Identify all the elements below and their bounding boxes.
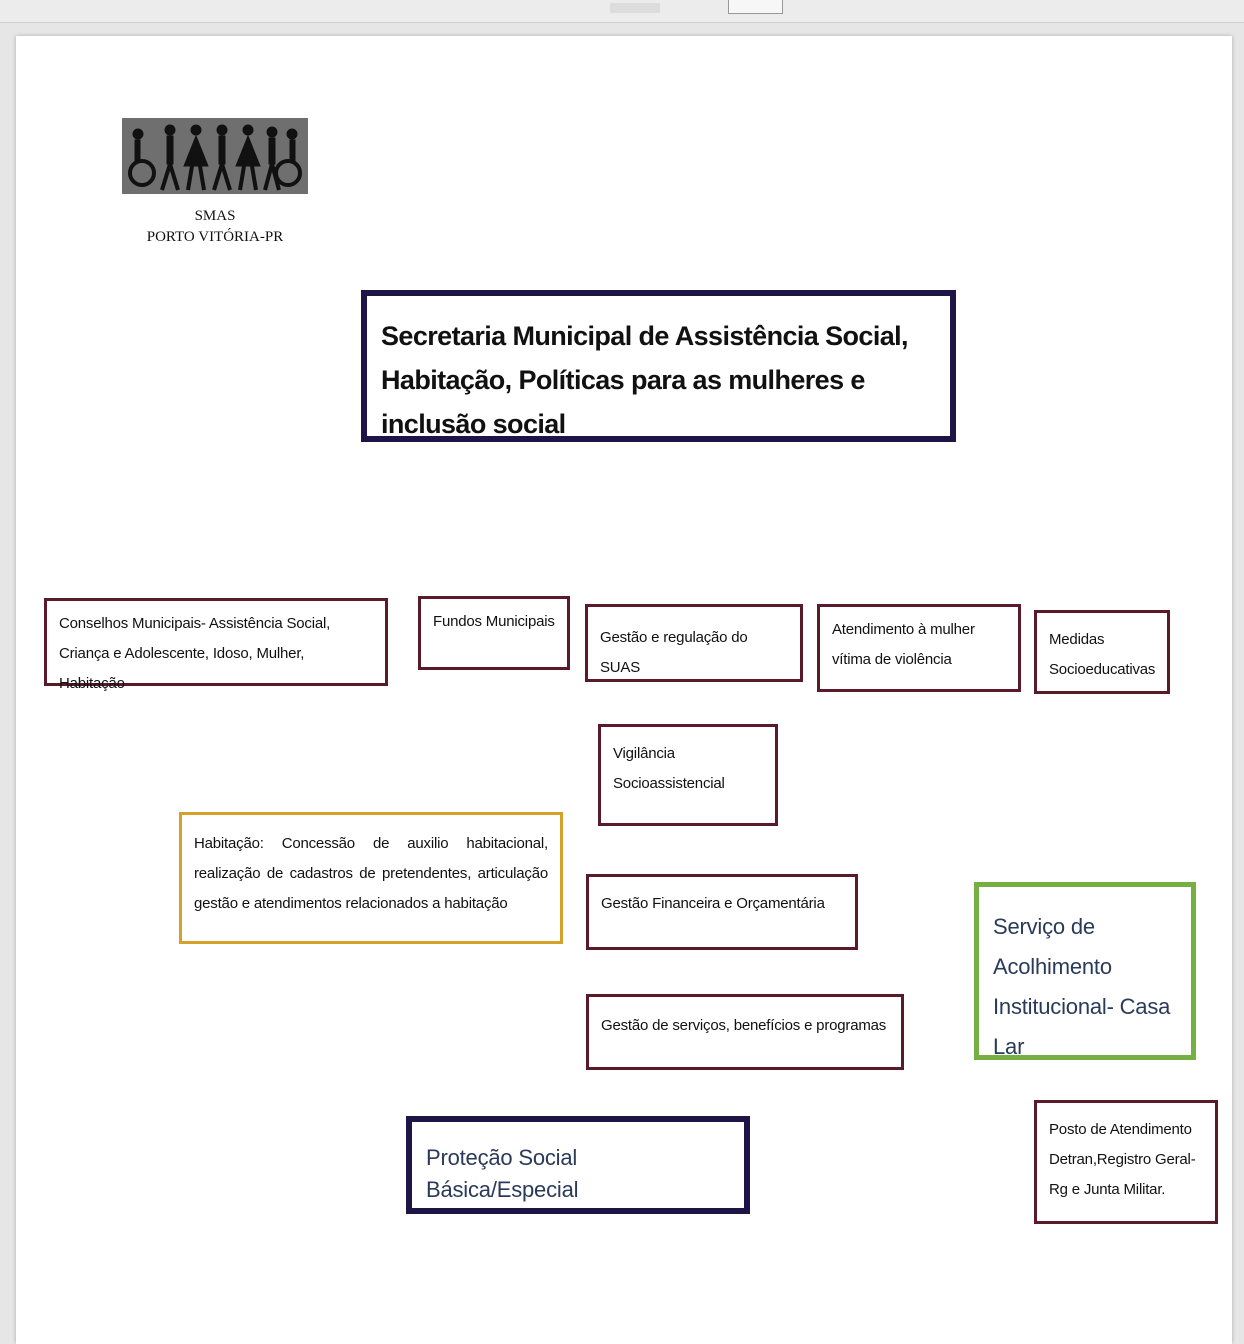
- box-medidas: Medidas Socioeducativas: [1034, 610, 1170, 694]
- people-and-wheelchair-logo: [122, 118, 308, 194]
- box-vigilancia: Vigilância Socioassistencial: [598, 724, 778, 826]
- box-conselhos-text: Conselhos Municipais- Assistência Social…: [59, 615, 331, 692]
- toolbar-button[interactable]: [728, 0, 783, 14]
- logo-line-1: SMAS: [194, 208, 236, 224]
- top-box-secretaria: Secretaria Municipal de Assistência Soci…: [361, 290, 956, 442]
- box-posto-atendimento-text: Posto de Atendimento Detran,Registro Ger…: [1049, 1121, 1196, 1198]
- box-gestao-suas: Gestão e regulação do SUAS: [585, 604, 803, 682]
- logo-line-2: PORTO VITÓRIA-PR: [146, 229, 284, 245]
- box-gestao-financeira: Gestão Financeira e Orçamentária: [586, 874, 858, 950]
- box-fundos: Fundos Municipais: [418, 596, 570, 670]
- box-gestao-servicos-text: Gestão de serviços, benefícios e program…: [601, 1017, 887, 1034]
- logo-text: SMAS PORTO VITÓRIA-PR: [100, 206, 330, 248]
- box-habitacao-text: Habitação: Concessão de auxilio habitaci…: [194, 835, 548, 912]
- box-gestao-suas-text: Gestão e regulação do SUAS: [600, 629, 748, 676]
- toolbar-tab[interactable]: [610, 3, 660, 13]
- box-medidas-text: Medidas Socioeducativas: [1049, 631, 1156, 678]
- box-servico-acolhimento-text: Serviço de Acolhimento Institucional- Ca…: [993, 914, 1171, 1059]
- box-gestao-servicos: Gestão de serviços, benefícios e program…: [586, 994, 904, 1070]
- box-gestao-financeira-text: Gestão Financeira e Orçamentária: [601, 895, 825, 912]
- box-protecao-social-text: Proteção Social Básica/Especial: [426, 1145, 579, 1202]
- box-posto-atendimento: Posto de Atendimento Detran,Registro Ger…: [1034, 1100, 1218, 1224]
- box-atendimento-mulher-text: Atendimento à mulher vítima de violência: [832, 621, 975, 668]
- box-conselhos: Conselhos Municipais- Assistência Social…: [44, 598, 388, 692]
- box-protecao-social: Proteção Social Básica/Especial: [406, 1116, 750, 1214]
- box-vigilancia-text: Vigilância Socioassistencial: [613, 745, 725, 792]
- box-servico-acolhimento: Serviço de Acolhimento Institucional- Ca…: [974, 882, 1196, 1060]
- viewer-toolbar: [0, 0, 1244, 23]
- box-fundos-text: Fundos Municipais: [433, 613, 555, 630]
- box-habitacao: Habitação: Concessão de auxilio habitaci…: [179, 812, 563, 944]
- top-box-title: Secretaria Municipal de Assistência Soci…: [381, 321, 909, 439]
- box-atendimento-mulher: Atendimento à mulher vítima de violência: [817, 604, 1021, 692]
